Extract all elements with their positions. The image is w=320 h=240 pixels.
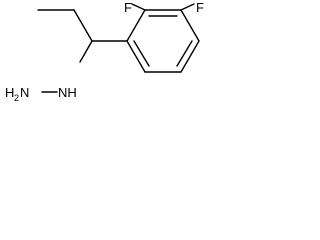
ring-double-bond-c6-c1: [133, 40, 150, 67]
chemical-structure-diagram: F F NH H 2 N: [5, 0, 204, 103]
ring-bond-c1-c2: [126, 9, 146, 42]
bond-ch-nh: [79, 40, 93, 63]
atom-label-h2n-subscript: 2: [14, 93, 19, 103]
atom-label-h2n-n: N: [20, 85, 29, 100]
bond-c2-f: [131, 3, 146, 11]
atom-label-fluorine-2: F: [196, 0, 204, 15]
ring-bond-c6-c1: [126, 40, 146, 73]
ring-bond-c4-c5: [180, 40, 200, 73]
atom-label-nh: NH: [58, 85, 77, 100]
ring-bond-c3-c4: [180, 9, 200, 42]
bond-c3-f: [180, 3, 195, 11]
ring-double-bond-c4-c5: [176, 40, 193, 67]
atom-label-h2n-h: H: [5, 85, 14, 100]
atom-label-fluorine-1: F: [124, 0, 132, 15]
bond-ch2-ch: [73, 9, 93, 42]
